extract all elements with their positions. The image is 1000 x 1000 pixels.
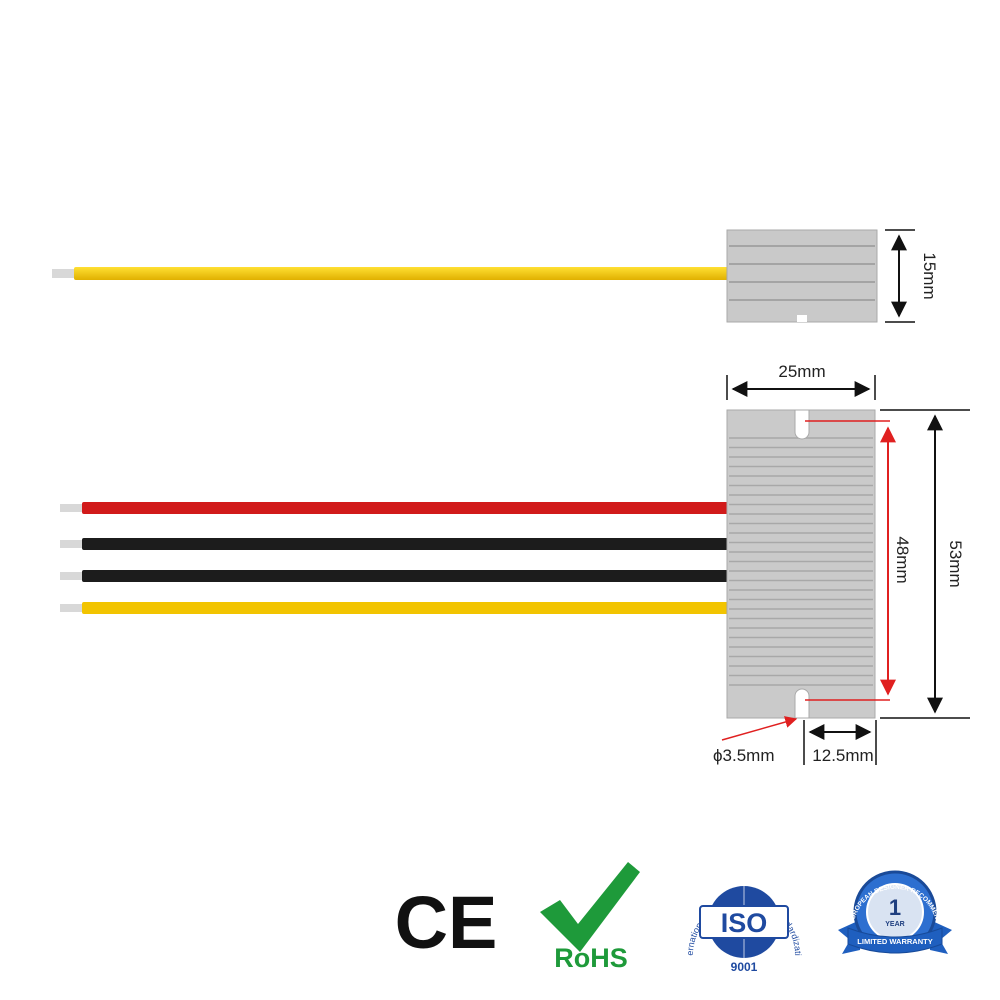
side-housing — [726, 229, 878, 323]
bottom-mount-hole — [794, 688, 810, 719]
outer-length-label: 53mm — [946, 540, 965, 587]
rohs-checkmark-icon — [540, 862, 640, 952]
wire-body — [82, 602, 728, 614]
mount-slot — [797, 315, 807, 322]
hole-offset-dimension: 12.5mm — [803, 720, 877, 765]
housing-fins — [729, 437, 873, 686]
wire-tip — [60, 504, 84, 512]
wire-tip — [60, 572, 84, 580]
housing-fins — [729, 245, 875, 301]
wire-tip — [60, 540, 84, 548]
wire-tip — [60, 604, 84, 612]
warranty-year: YEAR — [885, 921, 904, 928]
outer-length-dimension: 53mm — [880, 409, 970, 719]
wire-red-1 — [60, 502, 728, 514]
wire-body — [82, 502, 728, 514]
inner-length-label: 48mm — [893, 536, 912, 583]
iso-number: 9001 — [731, 960, 758, 974]
height-label: 15mm — [920, 252, 939, 299]
svg-text:International Organization for: International Organization for Standardi… — [0, 0, 803, 956]
side-view: 15mm — [52, 229, 939, 323]
top-mount-hole — [794, 409, 810, 440]
ce-logo: CE — [395, 881, 498, 964]
inner-length-dimension: 48mm — [805, 420, 912, 701]
warranty-ribbon-text: LIMITED WARRANTY — [857, 937, 932, 946]
width-label: 25mm — [778, 362, 825, 381]
height-dimension: 15mm — [885, 229, 939, 323]
hole-diameter-dimension: ϕ3.5mm — [713, 716, 798, 765]
wire-tip — [52, 269, 76, 278]
hole-diameter-label: ϕ3.5mm — [713, 746, 774, 765]
housing-body — [726, 229, 878, 323]
hole-offset-label: 12.5mm — [812, 746, 873, 765]
iso-ring-text: International Organization for Standardi… — [0, 0, 803, 956]
top-view: 25mm 48mm 53mm ϕ3.5mm 12.5mm — [60, 362, 970, 765]
wire-black-3 — [60, 570, 728, 582]
warranty-number: 1 — [889, 895, 901, 920]
wire-body — [82, 570, 728, 582]
wire-body — [82, 538, 728, 550]
rohs-label: RoHS — [554, 943, 628, 973]
iso-9001-logo: International Organization for Standardi… — [0, 0, 803, 974]
wire-black-2 — [60, 538, 728, 550]
width-dimension: 25mm — [726, 362, 876, 400]
wire-yellow-4 — [60, 602, 728, 614]
rohs-logo: RoHS — [540, 862, 640, 973]
top-housing — [726, 409, 876, 719]
side-yellow-wire — [52, 267, 728, 280]
iso-label: ISO — [721, 908, 768, 938]
top-wires — [60, 502, 728, 614]
housing-body — [726, 409, 876, 719]
wire-body — [74, 267, 728, 280]
